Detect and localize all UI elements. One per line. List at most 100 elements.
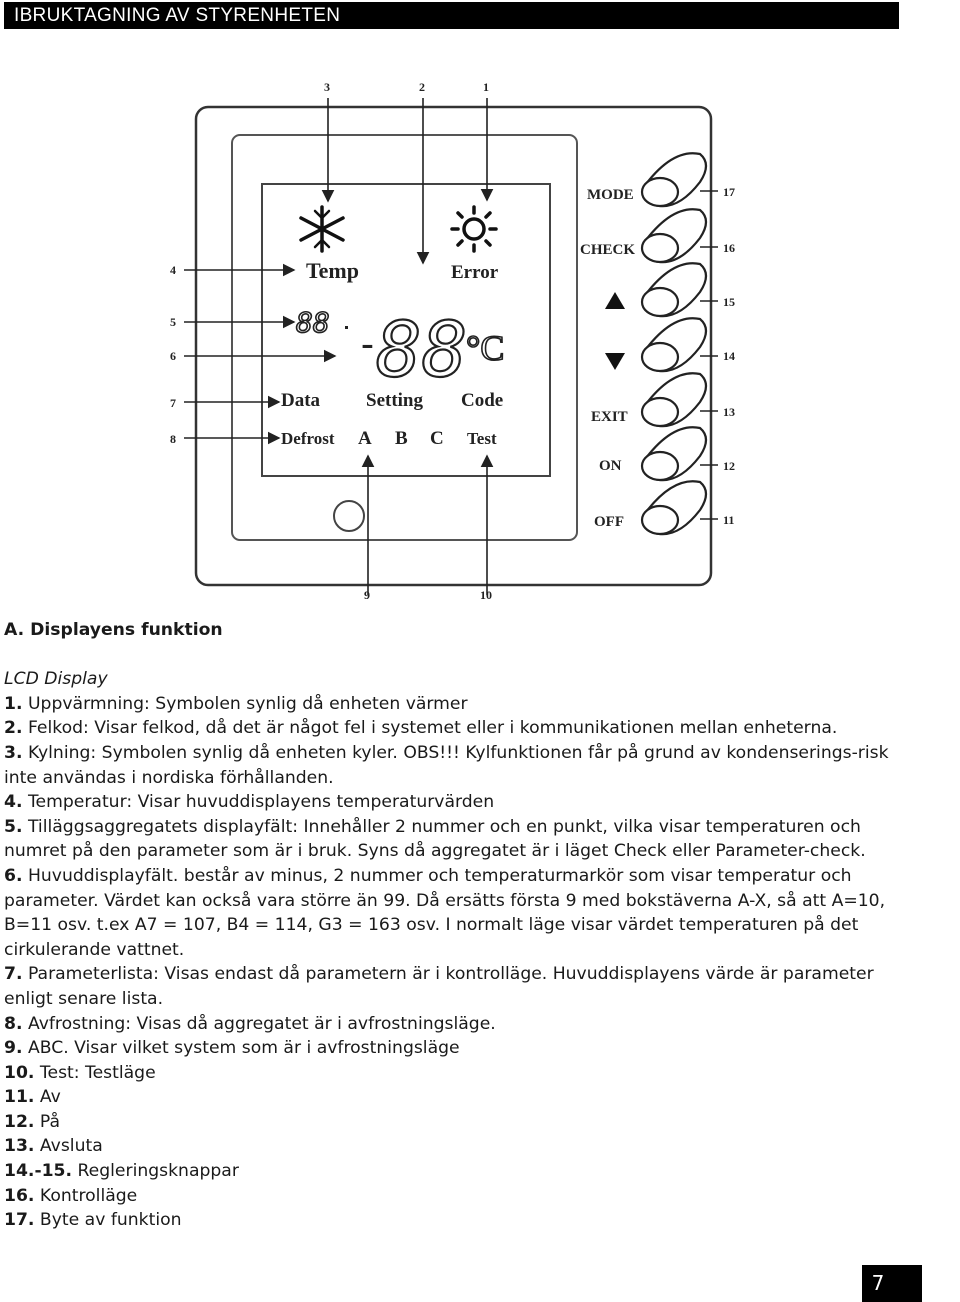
page-number-box: 7 (862, 1265, 922, 1302)
callout-10: 10 (480, 588, 492, 602)
callout-3: 3 (324, 80, 330, 94)
list-item-text: Temperatur: Visar huvuddisplayens temper… (22, 792, 495, 813)
test-label: Test (467, 429, 497, 448)
list-item: 5. Tilläggsaggregatets displayfält: Inne… (4, 815, 904, 864)
list-item-number: 5. (4, 816, 23, 837)
list-item: 1. Uppvärmning: Symbolen synlig då enhet… (4, 692, 904, 717)
list-item-text: Kontrolläge (34, 1185, 138, 1206)
list-item: 6. Huvuddisplayfält. består av minus, 2 … (4, 864, 904, 962)
check-label: CHECK (580, 242, 635, 258)
list-item-text: Kylning: Symbolen synlig då enheten kyle… (4, 742, 889, 788)
list-item-text: Regleringsknappar (72, 1161, 239, 1182)
degree-c-symbol: °C (466, 328, 504, 368)
list-item-number: 8. (4, 1013, 23, 1034)
description-text: A. Displayens funktion LCD Display 1. Up… (4, 618, 904, 1233)
list-item-text: Avsluta (34, 1136, 103, 1157)
callout-5: 5 (170, 315, 176, 329)
callout-2: 2 (419, 80, 425, 94)
list-item: 16. Kontrolläge (4, 1184, 904, 1209)
list-item-text: På (34, 1111, 61, 1132)
callout-11: 11 (723, 513, 734, 527)
sub-display-dot (345, 326, 348, 329)
list-item-text: Felkod: Visar felkod, då det är något fe… (22, 718, 838, 739)
on-button[interactable] (640, 426, 708, 482)
off-button[interactable] (640, 480, 708, 536)
snowflake-icon (299, 205, 345, 253)
list-item: 14.-15. Regleringsknappar (4, 1159, 904, 1184)
list-item-text: Byte av funktion (34, 1210, 182, 1231)
data-label: Data (281, 390, 321, 411)
list-item-text: Av (34, 1087, 61, 1108)
list-item-number: 16. (4, 1185, 35, 1206)
list-item-text: Uppvärmning: Symbolen synlig då enheten … (22, 693, 468, 714)
lcd-display-heading: LCD Display (4, 669, 108, 690)
list-item: 12. På (4, 1110, 904, 1135)
down-button[interactable] (640, 317, 708, 373)
section-heading: A. Displayens funktion (4, 620, 223, 640)
header-bar: IBRUKTAGNING AV STYRENHETEN (4, 2, 899, 29)
list-item-text: Avfrostning: Visas då aggregatet är i av… (22, 1013, 496, 1034)
defrost-label: Defrost (281, 429, 335, 448)
list-item-number: 14.-15. (4, 1161, 73, 1182)
check-button[interactable] (640, 208, 708, 264)
callout-4: 4 (170, 263, 176, 277)
list-item-text: Test: Testläge (34, 1062, 156, 1083)
list-item: 8. Avfrostning: Visas då aggregatet är i… (4, 1012, 904, 1037)
sun-icon (450, 205, 498, 253)
callout-17: 17 (723, 185, 735, 199)
up-button[interactable] (640, 262, 708, 318)
off-label: OFF (594, 514, 624, 530)
up-arrow-icon (605, 292, 625, 309)
down-arrow-icon (605, 353, 625, 370)
list-item-number: 4. (4, 792, 23, 813)
on-label: ON (599, 458, 622, 474)
setting-label: Setting (366, 390, 424, 411)
callout-15: 15 (723, 295, 735, 309)
a-label: A (358, 428, 372, 449)
b-label: B (395, 428, 408, 449)
mode-button[interactable] (640, 152, 708, 208)
function-list: 1. Uppvärmning: Symbolen synlig då enhet… (4, 692, 904, 1233)
list-item: 13. Avsluta (4, 1134, 904, 1159)
sensor-circle (333, 500, 365, 532)
list-item-text: ABC. Visar vilket system som är i avfros… (22, 1038, 460, 1059)
list-item: 2. Felkod: Visar felkod, då det är något… (4, 716, 904, 741)
callout-16: 16 (723, 241, 735, 255)
list-item-number: 10. (4, 1062, 35, 1083)
list-item-number: 7. (4, 964, 23, 985)
page-number: 7 (871, 1271, 885, 1295)
list-item: 11. Av (4, 1085, 904, 1110)
list-item: 3. Kylning: Symbolen synlig då enheten k… (4, 741, 904, 790)
code-label: Code (461, 390, 503, 411)
list-item: 7. Parameterlista: Visas endast då param… (4, 962, 904, 1011)
temp-label: Temp (306, 258, 359, 283)
callout-13: 13 (723, 405, 735, 419)
main-display-minus: - (356, 322, 379, 366)
list-item-number: 13. (4, 1136, 35, 1157)
list-item: 10. Test: Testläge (4, 1061, 904, 1086)
error-label: Error (451, 262, 499, 283)
callout-1: 1 (483, 80, 489, 94)
callout-8: 8 (170, 432, 176, 446)
list-item: 4. Temperatur: Visar huvuddisplayens tem… (4, 790, 904, 815)
list-item-text: Huvuddisplayfält. består av minus, 2 num… (4, 865, 886, 960)
list-item-text: Tilläggsaggregatets displayfält: Innehål… (4, 816, 866, 862)
page-title: IBRUKTAGNING AV STYRENHETEN (14, 5, 341, 26)
exit-label: EXIT (591, 409, 628, 425)
list-item-number: 17. (4, 1210, 35, 1231)
controller-diagram: Temp Error 88 - 88 °C Data Setting Code … (0, 60, 960, 620)
list-item-number: 2. (4, 718, 23, 739)
main-display-digits: 88 (376, 305, 468, 394)
list-item: 9. ABC. Visar vilket system som är i avf… (4, 1036, 904, 1061)
callout-12: 12 (723, 459, 735, 473)
c-label: C (430, 428, 444, 449)
list-item-text: Parameterlista: Visas endast då paramete… (4, 964, 874, 1009)
callout-6: 6 (170, 349, 176, 363)
list-item-number: 11. (4, 1087, 35, 1108)
list-item-number: 6. (4, 865, 23, 886)
list-item-number: 9. (4, 1038, 23, 1059)
list-item: 17. Byte av funktion (4, 1208, 904, 1233)
list-item-number: 3. (4, 742, 23, 763)
callout-14: 14 (723, 349, 735, 363)
exit-button[interactable] (640, 372, 708, 428)
